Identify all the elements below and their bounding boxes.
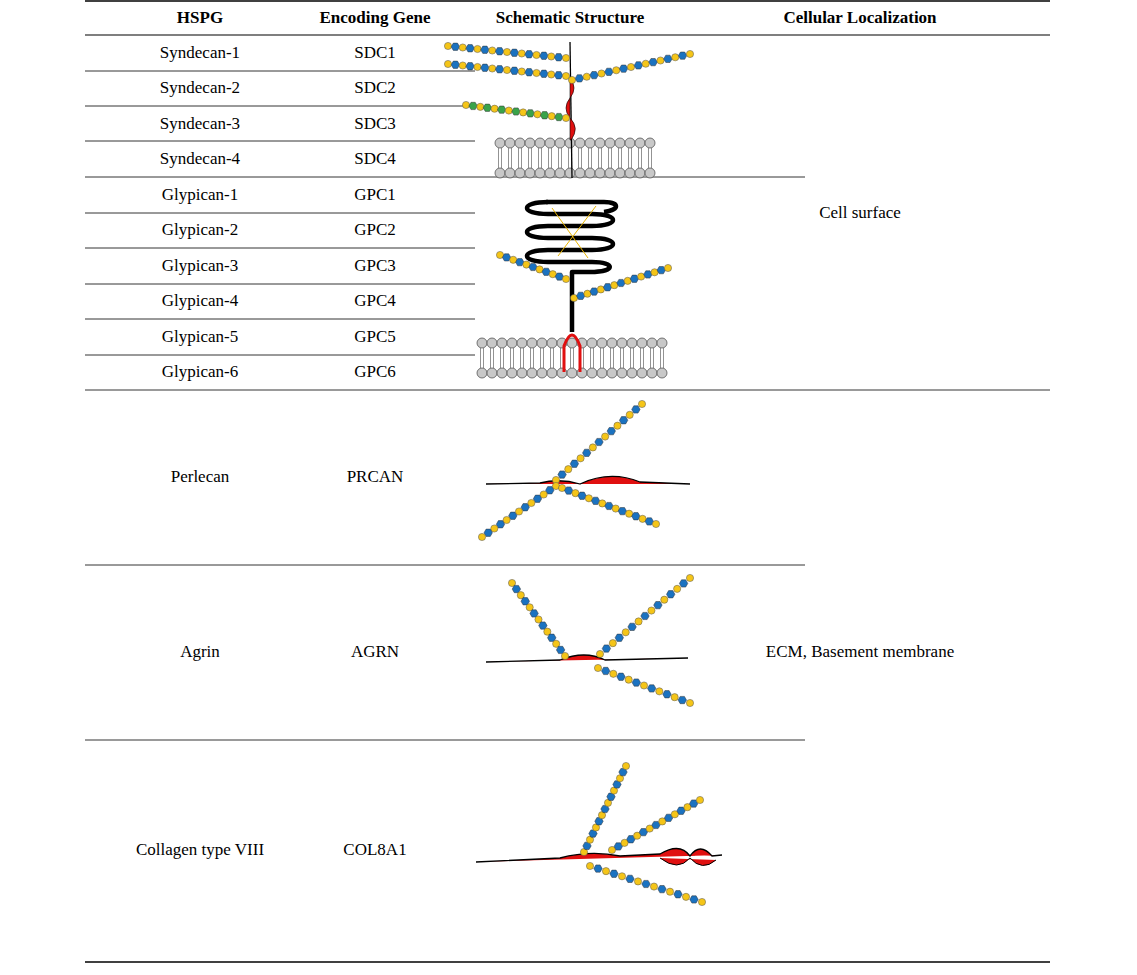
column-header: Schematic Structure <box>496 8 644 28</box>
table-cell: GPC1 <box>354 185 396 205</box>
table-rule <box>85 390 1050 391</box>
gag-chain <box>462 101 569 121</box>
gag-chain <box>444 60 569 79</box>
table-cell: AGRN <box>351 642 399 662</box>
table-cell: COL8A1 <box>343 840 406 860</box>
gag-chain <box>496 251 569 282</box>
table-cell: Glypican-5 <box>162 327 238 347</box>
gag-chain <box>444 42 569 61</box>
table-rule <box>85 319 475 320</box>
gag-chain <box>570 264 671 301</box>
disulfide-bond <box>552 206 596 258</box>
table-cell: GPC5 <box>354 327 396 347</box>
table-cell: Glypican-4 <box>162 291 238 311</box>
table-cell: Glypican-2 <box>162 220 238 240</box>
table-cell: Agrin <box>180 642 220 662</box>
table-rule <box>85 284 475 285</box>
table-cell: Perlecan <box>171 467 230 487</box>
table-rule <box>85 177 805 178</box>
core-protein <box>486 655 688 662</box>
table-cell: PRCAN <box>347 467 404 487</box>
table-rule <box>85 71 475 72</box>
column-header: Encoding Gene <box>320 8 431 28</box>
table-cell: Cell surface <box>819 203 901 223</box>
gpi-anchor <box>564 335 580 372</box>
core-protein <box>566 78 575 140</box>
table-cell: SDC2 <box>354 78 396 98</box>
table-rule <box>85 248 475 249</box>
column-header: HSPG <box>177 8 223 28</box>
table-rule <box>85 213 475 214</box>
core-protein <box>486 476 690 484</box>
table-cell: Collagen type VIII <box>136 840 264 860</box>
table-cell: Syndecan-1 <box>160 43 240 63</box>
table-cell: GPC4 <box>354 291 396 311</box>
gag-chain <box>558 484 659 527</box>
triple-helix <box>660 858 716 866</box>
table-cell: ECM, Basement membrane <box>766 642 954 662</box>
table-rule <box>85 0 1050 2</box>
table-rule <box>85 355 475 356</box>
table-cell: GPC6 <box>354 362 396 382</box>
core-protein <box>546 202 616 212</box>
core-protein <box>527 202 613 332</box>
gag-chain <box>596 574 693 657</box>
table-cell: GPC2 <box>354 220 396 240</box>
table-rule <box>85 740 805 741</box>
lipid-bilayer <box>495 138 655 178</box>
gag-chain <box>478 482 559 540</box>
table-rule <box>85 961 1050 963</box>
table-cell: Glypican-3 <box>162 256 238 276</box>
table-cell: GPC3 <box>354 256 396 276</box>
table-rule <box>85 106 475 107</box>
gag-chain <box>608 796 703 853</box>
table-rule <box>85 565 805 566</box>
table-cell: SDC3 <box>354 114 396 134</box>
table-cell: Syndecan-3 <box>160 114 240 134</box>
gag-chain <box>580 762 629 855</box>
gag-chain <box>568 50 693 83</box>
table-cell: SDC4 <box>354 149 396 169</box>
table-rule <box>85 34 1050 35</box>
gag-chain <box>594 664 693 706</box>
table-cell: Glypican-1 <box>162 185 238 205</box>
table-rule <box>85 141 475 142</box>
gag-chain <box>508 579 568 659</box>
table-cell: SDC1 <box>354 43 396 63</box>
table-cell: Glypican-6 <box>162 362 238 382</box>
gag-chain <box>586 862 705 905</box>
table-cell: Syndecan-2 <box>160 78 240 98</box>
gag-chain <box>552 400 645 483</box>
lipid-bilayer <box>477 338 667 378</box>
table-cell: Syndecan-4 <box>160 149 240 169</box>
column-header: Cellular Localization <box>783 8 936 28</box>
